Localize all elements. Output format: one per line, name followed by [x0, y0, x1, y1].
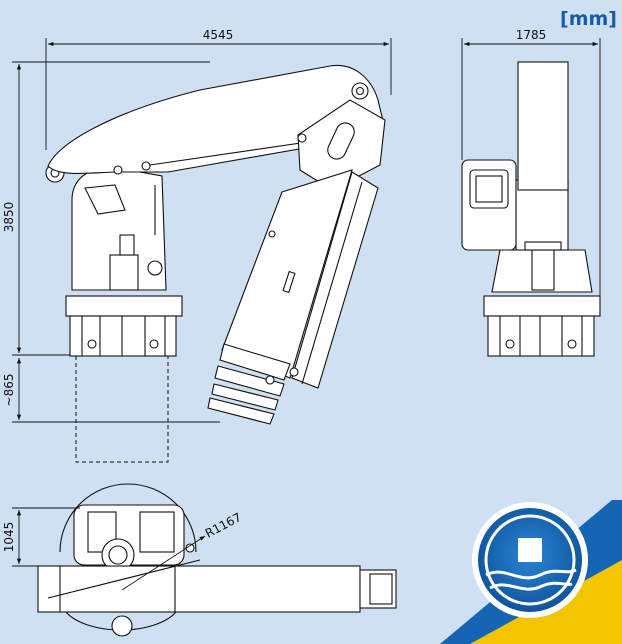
dimension-below-base: ~865 [2, 374, 16, 407]
foundation-outline [75, 356, 169, 463]
front-dimensions [461, 38, 601, 296]
wave-logo-icon [472, 502, 588, 618]
dimension-radius: R1167 [203, 510, 244, 541]
dimension-side-width: 4545 [203, 28, 234, 42]
top-dimensions [12, 507, 206, 591]
dimension-height: 3850 [2, 202, 16, 233]
dimension-top-width: 1045 [2, 522, 16, 553]
side-view [45, 64, 386, 425]
dimension-front-width: 1785 [516, 28, 547, 42]
units-label: [mm] [560, 8, 617, 30]
side-dimensions [12, 38, 392, 423]
front-view [461, 61, 601, 357]
top-view [37, 483, 397, 637]
